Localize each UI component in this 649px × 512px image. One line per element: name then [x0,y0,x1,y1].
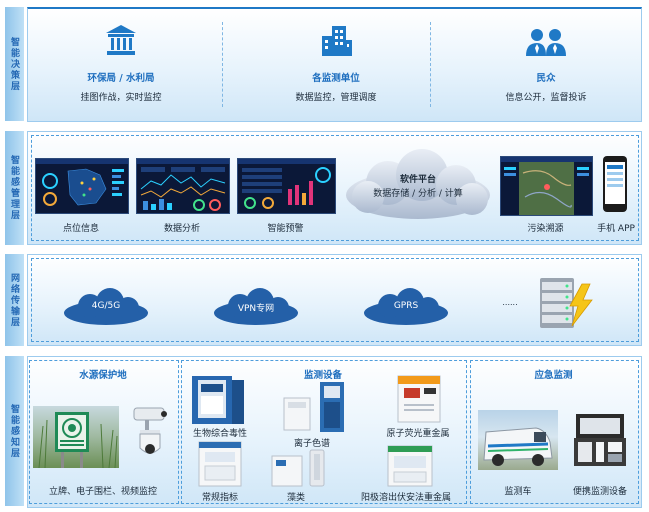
decision-desc-public: 信息公开，监督投诉 [505,93,587,103]
algae-analyzer-device [271,449,325,487]
ion-chromatograph-device [283,382,344,432]
decision-title-public: 民众 [536,73,556,84]
reed-photo [33,406,119,468]
cctv-camera-icon [133,407,167,454]
emergency-title: 应急监测 [534,370,573,381]
decision-title-units: 各监测单位 [312,73,360,84]
decision-desc-epb: 挂图作战，实时监控 [80,93,162,103]
water-source-caption: 立牌、电子围栏、视频监控 [48,487,157,497]
water-source-title: 水源保护地 [79,370,127,381]
people-icon [526,29,566,56]
atomic-fluorescence-device [397,375,441,423]
toxicity-analyzer-device [192,376,244,424]
network-cloud-vpn [214,288,298,325]
dashboard-screenshot-analysis [136,158,230,214]
dashboard-screenshot-warning [237,158,336,214]
network-label-vpn: VPN专网 [237,304,275,314]
software-platform-cloud [346,149,490,219]
screen-label-warning: 智能预警 [267,224,304,234]
screen-label-points: 点位信息 [62,224,99,234]
device-label-ion: 离子色谱 [293,439,330,449]
layer-label-decision: 智能决策层 [5,7,24,121]
portable-kit-icon [574,414,626,466]
routine-parameter-device [198,441,242,487]
divider [222,22,223,107]
decision-title-epb: 环保局 / 水利局 [87,73,155,84]
network-dashed-frame [31,258,639,342]
device-label-algae: 藻类 [286,493,305,503]
layer-label-network: 网络传输层 [5,254,24,346]
dashboard-screenshot-tracing [500,156,593,216]
network-label-4g: 4G/5G [91,301,121,311]
anodic-stripping-device [387,445,433,487]
platform-title: 软件平台 [399,175,436,185]
office-buildings-icon [322,26,352,56]
monitoring-title: 监测设备 [303,370,342,381]
device-label-toxicity: 生物综合毒性 [192,429,247,439]
layer-label-perception: 智能感知层 [5,356,24,506]
divider [430,22,431,107]
water-source-frame [29,360,179,504]
layer-label-management: 智能感管理层 [5,131,24,245]
screen-label-tracing: 污染溯源 [527,224,564,234]
emergency-label-kit: 便携监测设备 [572,487,627,497]
screen-label-analysis: 数据分析 [163,224,200,234]
management-dashed-frame [31,135,639,241]
network-label-gprs: GPRS [393,301,419,311]
monitoring-van-photo [478,410,558,470]
device-label-fluorescence: 原子荧光重金属 [386,429,450,439]
decision-desc-units: 数据监控，管理调度 [295,93,377,103]
emergency-frame [470,360,639,504]
device-label-anodic: 阳极溶出伏安法重金属 [360,493,451,503]
network-ellipsis: ...... [502,298,518,307]
device-label-routine: 常规指标 [201,493,238,503]
mobile-phone-icon [603,156,627,212]
platform-desc: 数据存储 / 分析 / 计算 [373,189,463,199]
network-cloud-4g [64,288,148,325]
monitoring-equipment-frame [181,360,467,504]
emergency-label-van: 监测车 [504,487,532,497]
dashboard-screenshot-points [35,158,129,214]
server-lightning-icon [540,278,593,328]
screen-label-app: 手机 APP [597,224,635,234]
network-cloud-gprs [364,288,448,325]
government-building-icon [106,25,136,55]
